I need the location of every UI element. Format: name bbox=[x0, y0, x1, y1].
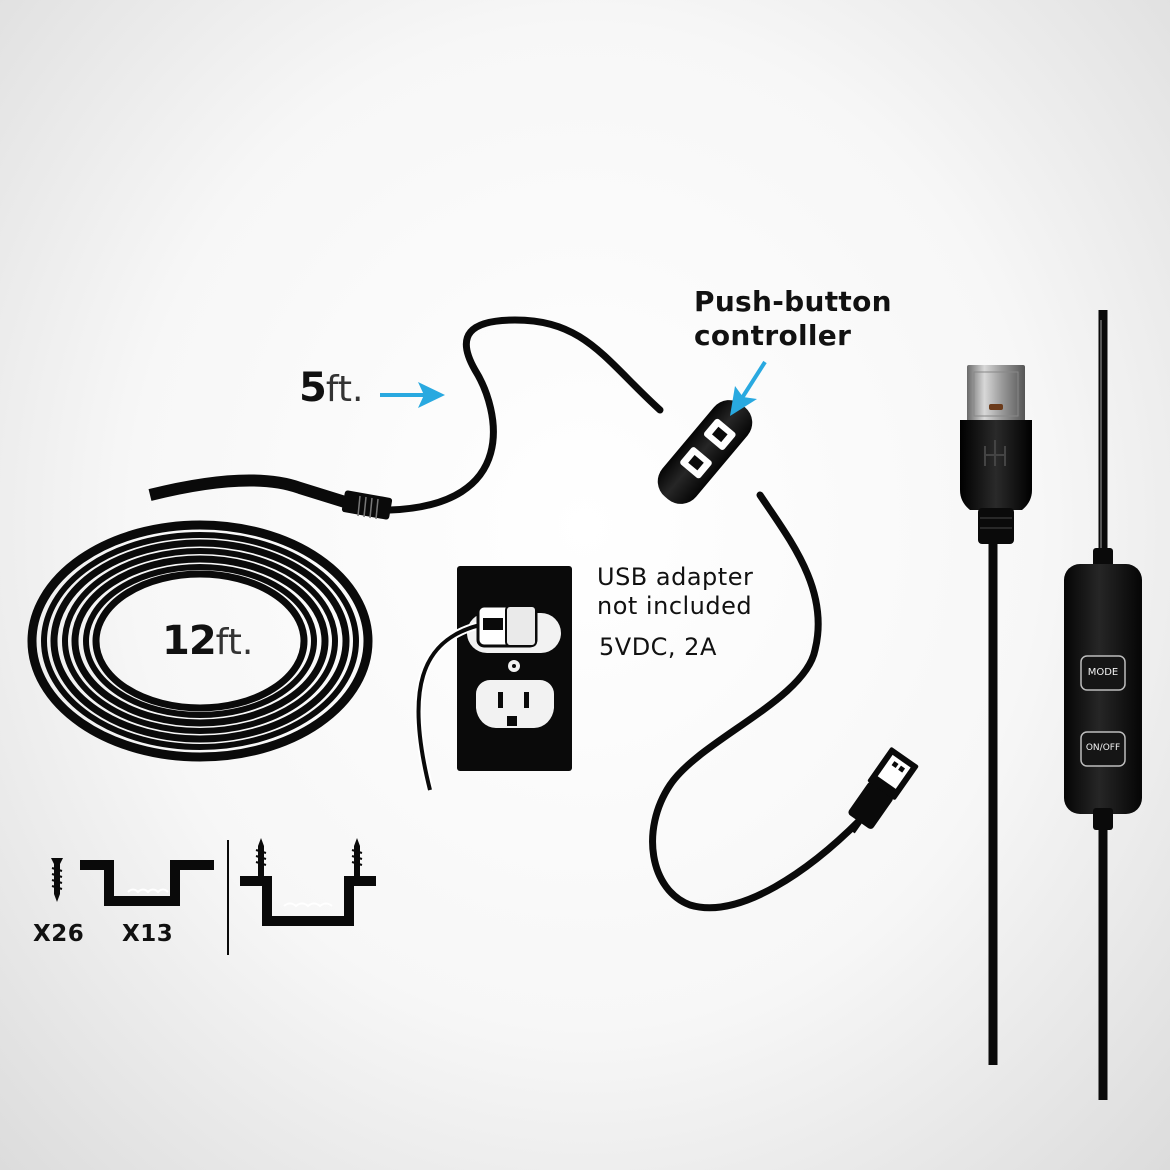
usb-adapter bbox=[414, 604, 538, 791]
controller-callout-line1: Push-button bbox=[694, 285, 892, 318]
cable-length-lead-label: 5ft. bbox=[299, 365, 363, 411]
power-spec: 5VDC, 2A bbox=[599, 633, 717, 661]
screw-icon bbox=[347, 838, 367, 882]
mode-button[interactable] bbox=[1080, 655, 1126, 691]
screws-quantity: X26 bbox=[33, 921, 85, 947]
cable-length-main-label: 12ft. bbox=[162, 618, 253, 664]
controller bbox=[657, 400, 753, 504]
clips-quantity: X13 bbox=[122, 921, 174, 947]
wall-outlet bbox=[457, 566, 572, 771]
adapter-note-line2: not included bbox=[597, 592, 753, 620]
lead-cable bbox=[386, 316, 864, 912]
mounting-clip-icon bbox=[80, 860, 214, 906]
arrow-icon bbox=[380, 382, 445, 408]
adapter-note: USB adapter not included bbox=[597, 563, 753, 621]
cable-connector bbox=[341, 490, 393, 520]
cable-length-lead-unit: ft. bbox=[325, 369, 364, 410]
power-button[interactable] bbox=[1080, 731, 1126, 767]
usb-plug bbox=[960, 365, 1032, 544]
mode-button-label: MODE bbox=[1087, 667, 1119, 678]
cable-length-main-unit: ft. bbox=[215, 622, 254, 663]
screw-icon bbox=[51, 858, 63, 902]
screw-icon bbox=[251, 838, 271, 882]
power-button-label: ON/OFF bbox=[1085, 743, 1121, 753]
cable-coil bbox=[27, 474, 373, 762]
controller-callout-line2: controller bbox=[694, 319, 852, 352]
usb-plug bbox=[848, 747, 919, 834]
arrow-icon bbox=[730, 360, 767, 416]
cable-length-main-number: 12 bbox=[162, 618, 217, 664]
cable-length-lead-number: 5 bbox=[299, 365, 327, 411]
controller bbox=[1064, 548, 1142, 830]
adapter-note-line1: USB adapter bbox=[597, 563, 754, 591]
mounting-clip-icon bbox=[240, 876, 376, 926]
controller-callout: Push-button controller bbox=[694, 285, 892, 353]
